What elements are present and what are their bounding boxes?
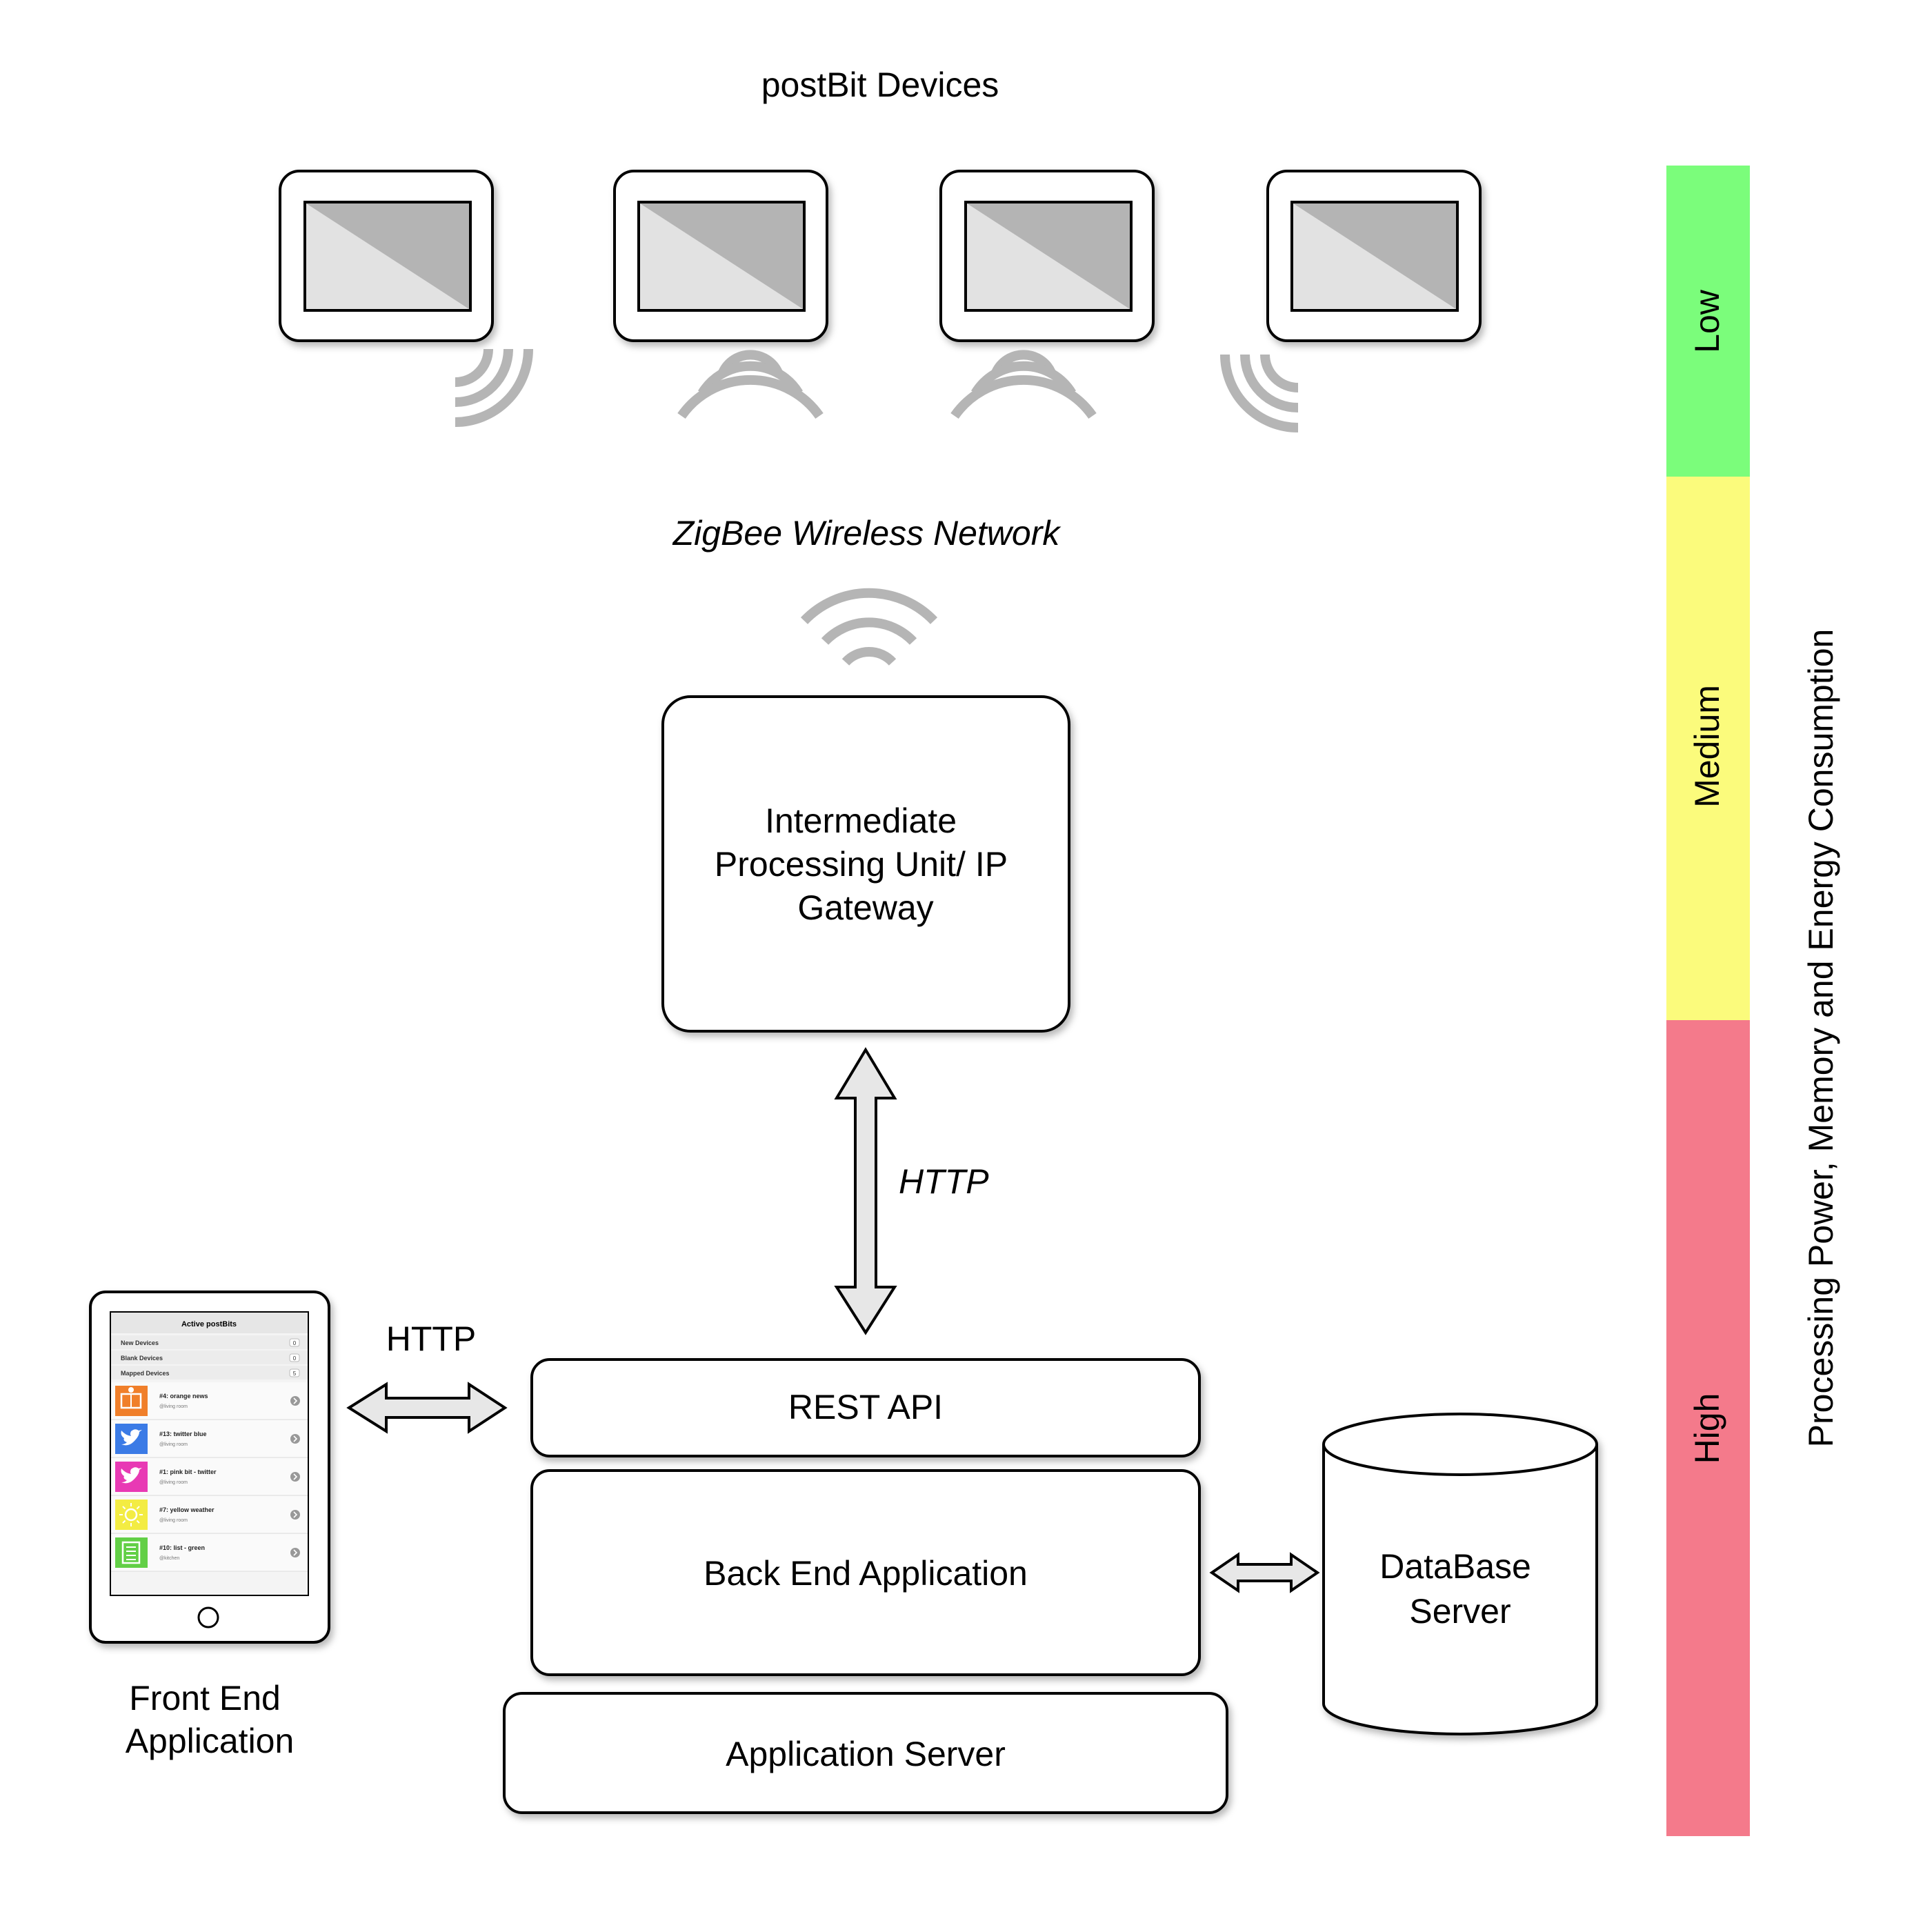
application-server-label: Application Server	[726, 1735, 1006, 1773]
list-item-title: #13: twitter blue	[159, 1431, 207, 1437]
list-item[interactable]: #10: list - green @kitchen	[111, 1534, 308, 1572]
section-count: 0	[293, 1355, 297, 1362]
ip-gateway-box[interactable]	[661, 695, 1070, 1033]
database-server-label: DataBase Server	[1379, 1547, 1541, 1631]
scale-level-medium: Medium	[1666, 477, 1750, 1020]
application-server-box[interactable]	[503, 1692, 1228, 1814]
section-row[interactable]	[111, 1351, 308, 1364]
scale-level-label: Medium	[1688, 685, 1726, 808]
screen-nav-bar	[111, 1313, 308, 1333]
postbit-device[interactable]	[1266, 170, 1482, 342]
list-item[interactable]: #1: pink bit - twitter @living room	[111, 1458, 308, 1496]
database-double-arrow	[1209, 1552, 1320, 1593]
list-icon	[115, 1537, 148, 1568]
gateway-http-label: HTTP	[899, 1162, 989, 1201]
postbit-device[interactable]	[279, 170, 494, 342]
postbit-device[interactable]	[613, 170, 828, 342]
rest-api-label: REST API	[788, 1388, 943, 1426]
wireless-signal-icon	[800, 588, 938, 666]
postbit-device[interactable]	[939, 170, 1155, 342]
section-row[interactable]	[111, 1335, 308, 1349]
list-item-title: #1: pink bit - twitter	[159, 1468, 217, 1475]
list-item[interactable]: #13: twitter blue @living room	[111, 1420, 308, 1458]
rest-api-box[interactable]	[530, 1358, 1201, 1457]
chevron-right-icon[interactable]	[290, 1472, 300, 1482]
section-count-badge	[289, 1353, 300, 1362]
zigbee-network-label: ZigBee Wireless Network	[672, 514, 1062, 552]
frontend-label-line: Front End	[129, 1679, 281, 1717]
database-server-cylinder[interactable]	[1322, 1413, 1598, 1735]
twitter-bird-icon	[115, 1462, 148, 1492]
database-label-line: Server	[1409, 1592, 1511, 1631]
list-item-title: #7: yellow weather	[159, 1506, 215, 1513]
http-double-arrow-horizontal	[346, 1382, 508, 1434]
list-item-title: #10: list - green	[159, 1544, 205, 1551]
scale-level-low: Low	[1666, 166, 1750, 477]
gateway-label-line: Intermediate	[765, 801, 957, 840]
gateway-label: Intermediate Processing Unit/ IP Gateway	[715, 801, 1017, 927]
list-item-subtitle: @kitchen	[159, 1556, 179, 1561]
scale-level-label: High	[1688, 1393, 1726, 1464]
wireless-signal-icon	[677, 350, 824, 419]
list-item[interactable]: #4: orange news @living room	[111, 1382, 308, 1420]
section-label: Blank Devices	[121, 1355, 163, 1362]
wireless-signal-icon	[1220, 354, 1299, 432]
newspaper-icon	[115, 1386, 148, 1416]
list-item-subtitle: @living room	[159, 1404, 188, 1409]
section-label: New Devices	[121, 1340, 159, 1346]
list-item[interactable]: #7: yellow weather @living room	[111, 1496, 308, 1534]
gateway-label-line: Gateway	[797, 888, 933, 927]
database-label-line: DataBase	[1379, 1547, 1531, 1586]
section-row[interactable]	[111, 1366, 308, 1380]
wireless-signal-icon	[455, 348, 533, 427]
chevron-right-icon[interactable]	[290, 1434, 300, 1444]
weather-sun-icon	[115, 1500, 148, 1530]
backend-application-box[interactable]	[530, 1469, 1201, 1676]
postbit-list: #4: orange news@living room#13: twitter …	[111, 1382, 308, 1572]
http-double-arrow-vertical	[834, 1047, 897, 1335]
backend-application-label: Back End Application	[704, 1554, 1028, 1593]
tablet-home-button[interactable]	[197, 1606, 219, 1629]
twitter-bird-icon	[115, 1424, 148, 1454]
section-count-badge	[289, 1338, 300, 1347]
frontend-label-line: Application	[126, 1722, 295, 1760]
list-item-subtitle: @living room	[159, 1442, 188, 1447]
list-item-title: #4: orange news	[159, 1393, 208, 1400]
frontend-application-label: Front End Application	[126, 1679, 295, 1760]
gateway-label-line: Processing Unit/ IP	[715, 845, 1007, 884]
chevron-right-icon[interactable]	[290, 1510, 300, 1520]
chevron-right-icon[interactable]	[290, 1396, 300, 1406]
scale-level-high: High	[1666, 1020, 1750, 1836]
postbit-devices-title: postBit Devices	[761, 66, 999, 104]
chevron-right-icon[interactable]	[290, 1548, 300, 1557]
frontend-http-label: HTTP	[386, 1319, 477, 1358]
section-count-badge	[289, 1368, 300, 1377]
wireless-signal-icon	[950, 350, 1097, 419]
screen-title: Active postBits	[181, 1320, 237, 1328]
list-item-subtitle: @living room	[159, 1480, 188, 1485]
section-count: 5	[293, 1371, 297, 1377]
section-label: Mapped Devices	[121, 1370, 170, 1377]
list-item-subtitle: @living room	[159, 1518, 188, 1523]
scale-level-label: Low	[1688, 289, 1726, 353]
scale-axis-title: Processing Power, Memory and Energy Cons…	[1802, 629, 1840, 1448]
section-count: 0	[293, 1340, 297, 1346]
